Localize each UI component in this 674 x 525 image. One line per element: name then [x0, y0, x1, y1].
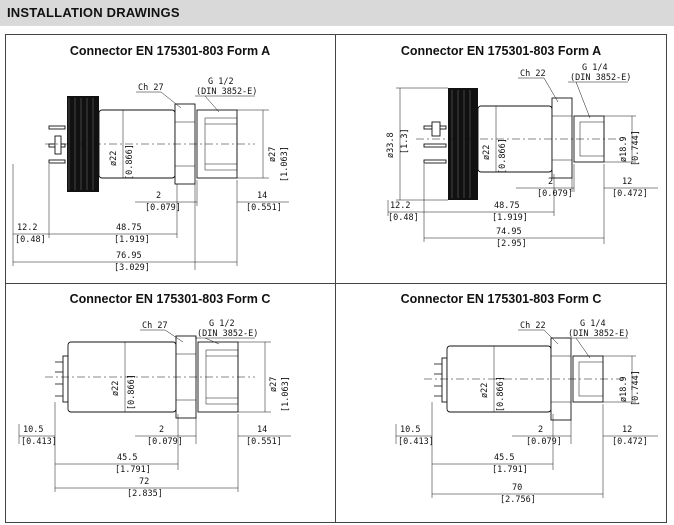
- thread-diameter-label: ø27: [268, 147, 278, 162]
- dim-pin-length-label: 12.2: [390, 201, 410, 211]
- dim-pin-length-label: 12.2: [17, 223, 37, 233]
- technical-drawing: Ch 22 G 1/4 (DIN 3852-E) ø22 [0.866] ø18…: [395, 319, 658, 505]
- dim-body-length-inch-label: [1.791]: [492, 465, 528, 475]
- grid-divider-horizontal: [5, 283, 667, 284]
- dim-body-length-inch-label: [1.791]: [115, 465, 151, 475]
- connector-diameter-label: ø33.8: [386, 132, 396, 158]
- drawing-title: Connector EN 175301-803 Form C: [69, 292, 271, 306]
- dim-shoulder-inch-label: [0.079]: [147, 437, 183, 447]
- thread-standard-label: (DIN 3852-E): [570, 73, 631, 83]
- drawing-panel-4: Connector EN 175301-803 Form C Ch 22 G 1…: [336, 284, 666, 523]
- thread-label: G 1/4: [580, 319, 606, 329]
- connector-pins: [55, 355, 69, 403]
- thread-standard-label: (DIN 3852-E): [568, 329, 629, 339]
- thread-label: G 1/2: [208, 77, 234, 87]
- body-diameter-inch-label: [0.866]: [125, 144, 135, 180]
- drawing-grid: [5, 34, 667, 523]
- body-diameter-label: ø22: [109, 151, 119, 166]
- dim-overall-length-label: 74.95: [496, 227, 522, 237]
- drawing-panel-1: Connector EN 175301-803 Form A: [5, 34, 335, 283]
- drawing-title: Connector EN 175301-803 Form C: [400, 292, 602, 306]
- technical-drawing: Ch 22 G 1/4 (DIN 3852-E) ø33.8 [1.3] ø22…: [386, 63, 658, 249]
- drawing-panel-2: Connector EN 175301-803 Form A Ch 22 G 1…: [336, 34, 666, 283]
- drawing-title: Connector EN 175301-803 Form A: [400, 44, 602, 58]
- body-diameter-inch-label: [0.866]: [496, 376, 506, 412]
- hex-nut: [551, 97, 573, 179]
- dim-thread-length-inch-label: [0.551]: [246, 437, 282, 447]
- connector-diameter-inch-label: [1.3]: [400, 128, 410, 154]
- dim-overall-length-inch-label: [2.835]: [127, 489, 163, 499]
- dim-body-length-label: 45.5: [117, 453, 137, 463]
- dim-thread-length-label: 14: [257, 425, 267, 435]
- dim-body-length-inch-label: [1.919]: [114, 235, 150, 245]
- connector-pins: [423, 121, 447, 164]
- technical-drawing: Ch 27 G 1/2 (DIN 3852-E) ø22 [0.866] ø27…: [12, 77, 290, 273]
- grid-divider-vertical: [335, 34, 336, 523]
- body-diameter-inch-label: [0.866]: [498, 138, 508, 174]
- dim-body-length-label: 48.75: [116, 223, 142, 233]
- thread-diameter-inch-label: [0.744]: [631, 130, 641, 166]
- dim-overall-length-label: 76.95: [116, 251, 142, 261]
- dim-thread-length-label: 12: [622, 177, 632, 187]
- thread-diameter-inch-label: [1.063]: [280, 146, 290, 182]
- wrench-size-label: Ch 22: [520, 321, 546, 331]
- thread-label: G 1/2: [209, 319, 235, 329]
- dim-shoulder-inch-label: [0.079]: [537, 189, 573, 199]
- dim-shoulder-label: 2: [159, 425, 164, 435]
- thread-standard-label: (DIN 3852-E): [197, 329, 258, 339]
- dim-body-length-label: 48.75: [494, 201, 520, 211]
- dim-thread-length-inch-label: [0.472]: [612, 189, 648, 199]
- thread-diameter-label: ø18.9: [619, 136, 629, 162]
- dim-shoulder-inch-label: [0.079]: [145, 203, 181, 213]
- dim-shoulder-label: 2: [548, 177, 553, 187]
- drawing-title: Connector EN 175301-803 Form A: [69, 44, 271, 58]
- thread-diameter-label: ø18.9: [619, 376, 629, 402]
- dim-pin-length-inch-label: [0.48]: [388, 213, 419, 223]
- dim-pin-length-inch-label: [0.413]: [398, 437, 434, 447]
- dim-pin-length-label: 10.5: [400, 425, 420, 435]
- connector-pins: [48, 125, 66, 164]
- thread-diameter-inch-label: [0.744]: [631, 370, 641, 406]
- dim-body-length-inch-label: [1.919]: [492, 213, 528, 223]
- thread-standard-label: (DIN 3852-E): [196, 87, 257, 97]
- thread-diameter-label: ø27: [269, 377, 279, 392]
- body-diameter-label: ø22: [480, 383, 490, 398]
- dim-overall-length-inch-label: [2.756]: [500, 495, 536, 505]
- dim-shoulder-inch-label: [0.079]: [526, 437, 562, 447]
- body-diameter-label: ø22: [482, 145, 492, 160]
- technical-drawing: Ch 27 G 1/2 (DIN 3852-E) ø22 [0.866] ø27…: [18, 319, 291, 499]
- dim-overall-length-label: 70: [512, 483, 522, 493]
- connector-pins: [434, 357, 448, 403]
- dim-thread-length-inch-label: [0.551]: [246, 203, 282, 213]
- dim-thread-length-label: 12: [622, 425, 632, 435]
- section-title: INSTALLATION DRAWINGS: [7, 5, 180, 20]
- dim-shoulder-label: 2: [538, 425, 543, 435]
- dim-thread-length-label: 14: [257, 191, 267, 201]
- dim-overall-length-inch-label: [3.029]: [114, 263, 150, 273]
- knurled-connector: [448, 88, 478, 200]
- dim-pin-length-inch-label: [0.413]: [21, 437, 57, 447]
- body-diameter-label: ø22: [111, 381, 121, 396]
- thread-label: G 1/4: [582, 63, 608, 73]
- dim-overall-length-label: 72: [139, 477, 149, 487]
- wrench-size-label: Ch 22: [520, 69, 546, 79]
- thread-diameter-inch-label: [1.063]: [281, 376, 291, 412]
- dim-thread-length-inch-label: [0.472]: [612, 437, 648, 447]
- section-header: INSTALLATION DRAWINGS: [0, 0, 674, 26]
- drawing-panel-3: Connector EN 175301-803 Form C Ch 27 G 1…: [5, 284, 335, 523]
- dim-pin-length-label: 10.5: [23, 425, 43, 435]
- wrench-size-label: Ch 27: [142, 321, 168, 331]
- dim-pin-length-inch-label: [0.48]: [15, 235, 46, 245]
- body-diameter-inch-label: [0.866]: [127, 374, 137, 410]
- wrench-size-label: Ch 27: [138, 83, 164, 93]
- dim-overall-length-inch-label: [2.95]: [496, 239, 527, 249]
- dim-shoulder-label: 2: [156, 191, 161, 201]
- dim-body-length-label: 45.5: [494, 453, 514, 463]
